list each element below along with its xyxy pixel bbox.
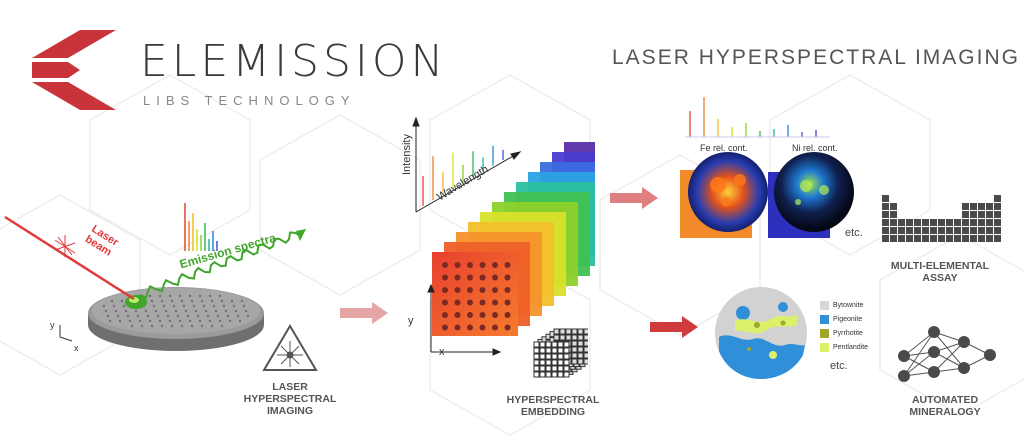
legend-label: Pentlandite xyxy=(833,343,869,351)
brand-name: ELEMISSION xyxy=(140,36,448,87)
fe-map-label: Fe rel. cont. xyxy=(700,143,748,153)
laser-flare-icon xyxy=(54,235,76,257)
page-headline: LASER HYPERSPECTRAL IMAGING xyxy=(612,46,1020,69)
fe-map xyxy=(688,152,768,232)
legend-label: Bytownite xyxy=(833,301,864,309)
maps-etc: etc. xyxy=(845,227,863,239)
mineral-legend: Bytownite Pigeonite Pyrrhotite Pentlandi… xyxy=(820,298,868,354)
caption-mineralogy-1: AUTOMATED xyxy=(911,394,979,406)
neural-network-icon xyxy=(898,326,996,382)
cube-axes xyxy=(427,283,502,356)
emission-wave xyxy=(139,231,303,299)
legend-swatch-bytownite xyxy=(820,300,829,310)
front-layer-dots xyxy=(442,262,511,331)
ni-map-label: Ni rel. cont. xyxy=(792,143,838,153)
caption-embedding-1: HYPERSPECTRAL xyxy=(506,394,600,406)
caption-mineralogy-2: MINERALOGY xyxy=(909,406,981,418)
caption-embedding: HYPERSPECTRAL EMBEDDING xyxy=(488,394,618,418)
ni-map xyxy=(774,152,854,232)
cube-axis-x: x xyxy=(439,346,445,358)
legend-swatch-pigeonite xyxy=(820,314,829,324)
spectrum-axes xyxy=(412,116,522,213)
legend-item: Pentlandite xyxy=(820,340,868,354)
elemission-logo-icon xyxy=(32,30,116,110)
intensity-label: Intensity xyxy=(401,134,413,175)
elemental-maps xyxy=(680,152,854,238)
legend-swatch-pentlandite xyxy=(820,342,829,352)
sample-axis-x: x xyxy=(74,343,79,353)
mineral-map xyxy=(715,287,807,379)
cube-spectrum-icon xyxy=(422,145,504,206)
legend-item: Pigeonite xyxy=(820,312,868,326)
arrow-to-maps xyxy=(610,187,658,209)
embedding-cube-icon xyxy=(533,328,588,378)
caption-laser-imaging-3: IMAGING xyxy=(266,405,314,417)
hyperspectral-cube xyxy=(412,116,595,356)
caption-embedding-2: EMBEDDING xyxy=(520,406,586,418)
caption-laser-imaging-1: LASER xyxy=(272,381,308,393)
caption-assay: MULTI-ELEMENTAL ASSAY xyxy=(870,260,1010,284)
legend-etc: etc. xyxy=(830,360,848,372)
laser-beam-line xyxy=(4,215,135,301)
legend-label: Pigeonite xyxy=(833,315,863,323)
sample-axes xyxy=(59,325,73,342)
caption-assay-1: MULTI-ELEMENTAL xyxy=(890,260,990,272)
sample-illustration xyxy=(4,203,306,351)
brand-tagline: LIBS TECHNOLOGY xyxy=(143,93,356,108)
caption-mineralogy: AUTOMATED MINERALOGY xyxy=(880,394,1010,418)
sample-axis-y: y xyxy=(50,320,55,330)
maps-spectrum-icon xyxy=(685,97,830,138)
emission-spectrum-icon xyxy=(184,203,218,251)
legend-swatch-pyrrhotite xyxy=(820,328,829,338)
laser-warning-icon xyxy=(262,324,318,371)
legend-label: Pyrrhotite xyxy=(833,329,863,337)
caption-laser-imaging-2: HYPERSPECTRAL xyxy=(243,393,337,405)
arrow-to-mineral xyxy=(650,316,698,338)
legend-item: Pyrrhotite xyxy=(820,326,868,340)
cube-axis-y: y xyxy=(408,315,414,327)
arrow-to-cube xyxy=(340,302,388,324)
periodic-table-icon xyxy=(882,195,1001,242)
caption-assay-2: ASSAY xyxy=(922,272,958,284)
legend-item: Bytownite xyxy=(820,298,868,312)
caption-laser-imaging: LASER HYPERSPECTRAL IMAGING xyxy=(230,381,350,417)
